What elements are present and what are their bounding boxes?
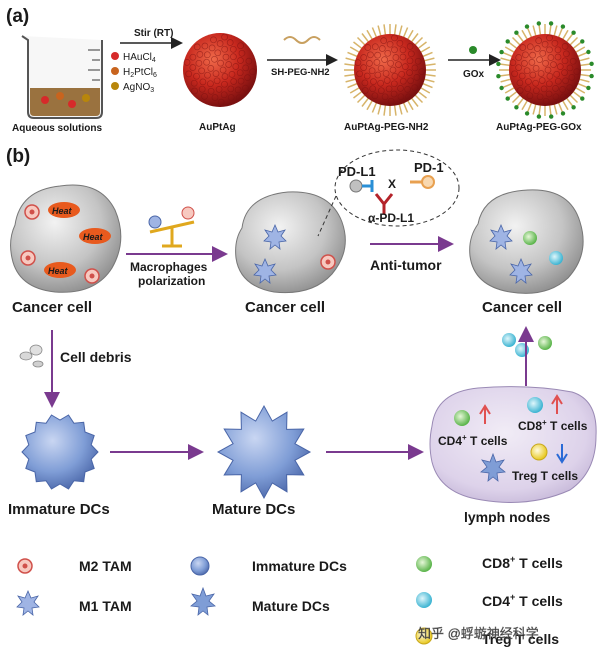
m1-tam-icon <box>489 223 513 250</box>
cd4-increase-arrow <box>479 404 491 424</box>
cell-debris-icon <box>19 344 44 368</box>
peg-label: SH-PEG-NH2 <box>271 67 330 78</box>
gox-dot <box>469 46 477 54</box>
cancer-cell-polarized <box>235 191 346 294</box>
legend-immature: Immature DCs <box>252 558 347 574</box>
m2-tam-icon <box>20 250 36 266</box>
anti-pd-l1-label: α-PD-L1 <box>368 211 414 225</box>
m2-tam-icon <box>320 254 336 270</box>
cd8-t-cell-icon <box>538 336 552 350</box>
lymph-node <box>429 386 597 503</box>
cancer-cell-label-2: Cancer cell <box>245 299 325 316</box>
cd8-t-cell-icon <box>454 410 470 426</box>
reagent-haucl4: HAuCl4 <box>123 52 156 64</box>
polarization-label-1: Macrophages <box>130 260 208 274</box>
lymph-cd8-label: CD8+ T cells <box>518 418 588 433</box>
cancer-cell-label-3: Cancer cell <box>482 299 562 316</box>
immature-dc-icon <box>190 556 210 576</box>
nanoparticle-auptag <box>183 33 257 107</box>
legend-m1: M1 TAM <box>79 598 132 614</box>
legend-treg: Treg T cells <box>482 631 559 647</box>
lymph-treg-label: Treg T cells <box>512 469 578 483</box>
cancer-cell-anti-tumor <box>469 189 584 294</box>
reagent-dot-agno3 <box>111 82 119 90</box>
treg-decrease-arrow <box>556 444 568 464</box>
reagent-dot-h2ptcl6 <box>111 67 119 75</box>
beaker-label: Aqueous solutions <box>12 123 102 134</box>
cd4-t-cell-icon <box>416 592 432 608</box>
mature-dcs-label: Mature DCs <box>212 501 295 518</box>
legend: M2 TAM M1 TAM Immature DCs Mature DCs CD… <box>16 554 563 647</box>
reagent-h2ptcl6: H2PtCl6 <box>123 67 157 79</box>
m1-tam-icon <box>263 223 287 250</box>
panel-a-label: (a) <box>6 6 29 27</box>
watermark: 知乎 @蜉蝣神经科学 <box>418 626 539 641</box>
m2-tam-icon <box>84 268 100 284</box>
legend-cd4: CD4+ T cells <box>482 592 563 609</box>
reagent-dot-haucl4 <box>111 52 119 60</box>
mature-dc-cell <box>216 404 312 500</box>
cd4-t-cell-icon <box>549 251 563 265</box>
cd8-t-cell-icon <box>523 231 537 245</box>
immature-dcs-label: Immature DCs <box>8 501 110 518</box>
mature-dc-icon <box>190 586 216 616</box>
treg-t-cell-icon <box>530 443 548 461</box>
anti-tumor-label: Anti-tumor <box>370 257 442 273</box>
block-mark: X <box>388 177 396 191</box>
legend-cd8: CD8+ T cells <box>482 554 563 571</box>
cancer-cell-heated: Heat Heat Heat <box>10 184 122 293</box>
balance-icon <box>148 206 195 248</box>
np-label-3: AuPtAg-PEG-GOx <box>496 122 582 133</box>
cancer-cell-label-1: Cancer cell <box>12 299 92 316</box>
cd4-t-cell-icon <box>502 333 516 347</box>
treg-t-cell-icon <box>415 627 433 645</box>
np-label-2: AuPtAg-PEG-NH2 <box>344 122 429 133</box>
heat-label-1: Heat <box>52 206 73 216</box>
pd-l1-label: PD-L1 <box>338 164 376 179</box>
peg-strand-icon <box>283 36 321 44</box>
cd8-increase-arrow <box>551 394 563 414</box>
reagent-agno3: AgNO3 <box>123 82 154 94</box>
immature-dc-cell <box>21 414 99 490</box>
lymph-cd4-label: CD4+ T cells <box>438 433 508 448</box>
m1-tam-icon <box>16 589 40 616</box>
m1-tam-icon <box>253 257 277 284</box>
lymph-nodes-label: lymph nodes <box>464 509 551 525</box>
m2-tam-icon <box>17 558 33 574</box>
heat-label-3: Heat <box>48 266 69 276</box>
pd-1-label: PD-1 <box>414 160 444 175</box>
nanoparticle-auptag-peg-gox <box>496 21 594 119</box>
cd8-t-cell-icon <box>416 556 432 572</box>
m1-tam-icon <box>509 257 533 284</box>
cell-debris-label: Cell debris <box>60 349 132 365</box>
nanoparticle-auptag-peg-nh2 <box>344 24 436 116</box>
beaker-icon <box>21 35 103 119</box>
gox-label: GOx <box>463 69 485 80</box>
heat-label-2: Heat <box>83 232 104 242</box>
cd4-t-cell-icon <box>527 397 543 413</box>
panel-b-label: (b) <box>6 146 30 167</box>
m2-tam-icon <box>24 204 40 220</box>
legend-mature: Mature DCs <box>252 598 330 614</box>
legend-m2: M2 TAM <box>79 558 132 574</box>
stir-label: Stir (RT) <box>134 28 173 39</box>
pd-l1-blockade-inset <box>317 149 460 237</box>
np-label-1: AuPtAg <box>199 122 236 133</box>
mature-dc-icon <box>480 452 506 482</box>
polarization-label-2: polarization <box>138 274 205 288</box>
